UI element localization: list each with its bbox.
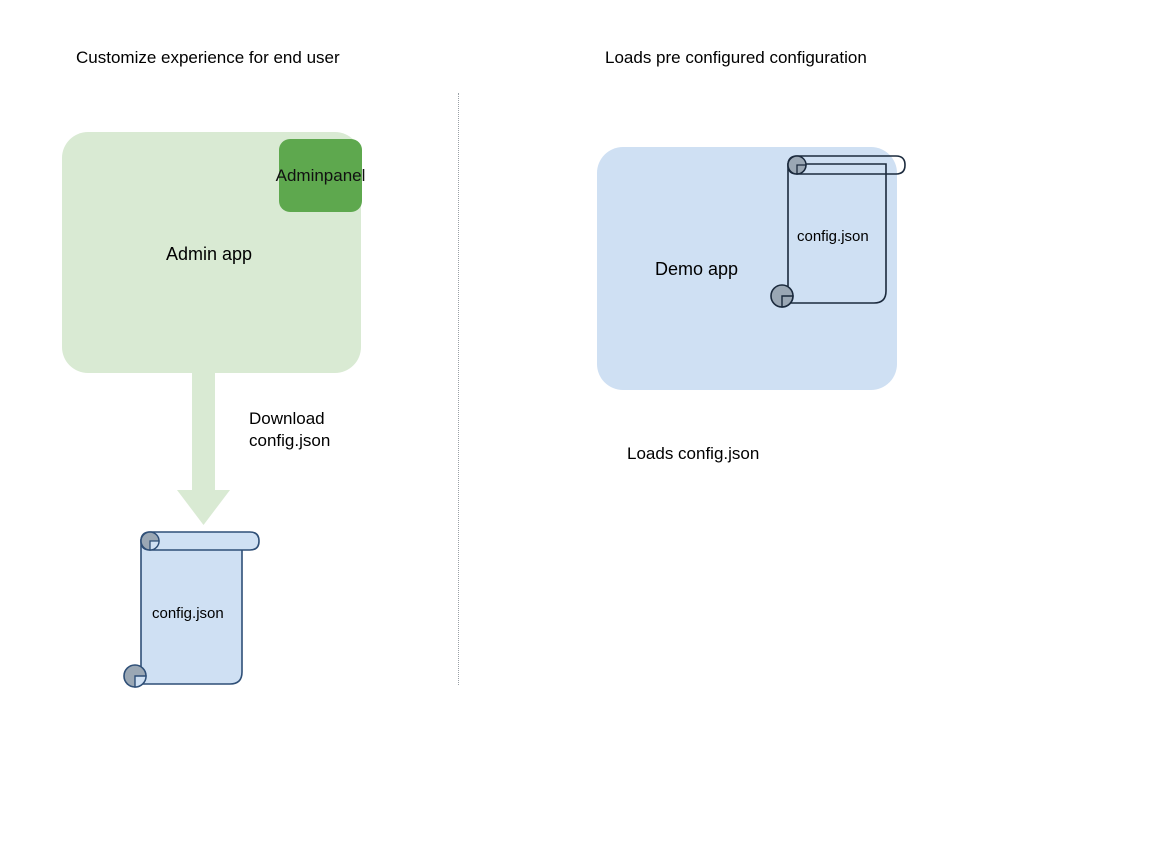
config-json-document-right[interactable]	[762, 148, 917, 313]
admin-panel-badge-line1: Admin	[275, 165, 324, 185]
download-arrow-label-line2: config.json	[249, 431, 331, 450]
download-arrow-icon	[177, 372, 230, 525]
admin-panel-badge[interactable]: Admin panel	[275, 139, 365, 212]
download-arrow-label-line1: Download	[249, 409, 325, 428]
column-divider	[458, 93, 459, 685]
loads-config-caption: Loads config.json	[627, 444, 760, 463]
right-column-title: Loads pre configured configuration	[605, 48, 867, 67]
demo-app-container	[597, 147, 897, 390]
admin-panel-badge-line2: panel	[323, 165, 366, 185]
demo-app-label: Demo app	[655, 259, 739, 279]
config-json-label-left: config.json	[152, 605, 224, 622]
config-json-label-right: config.json	[797, 228, 869, 245]
config-json-document-left[interactable]	[112, 524, 272, 694]
left-column-title: Customize experience for end user	[76, 48, 340, 67]
admin-app-label: Admin app	[166, 244, 253, 264]
download-arrow-label: Download config.json	[249, 408, 330, 452]
